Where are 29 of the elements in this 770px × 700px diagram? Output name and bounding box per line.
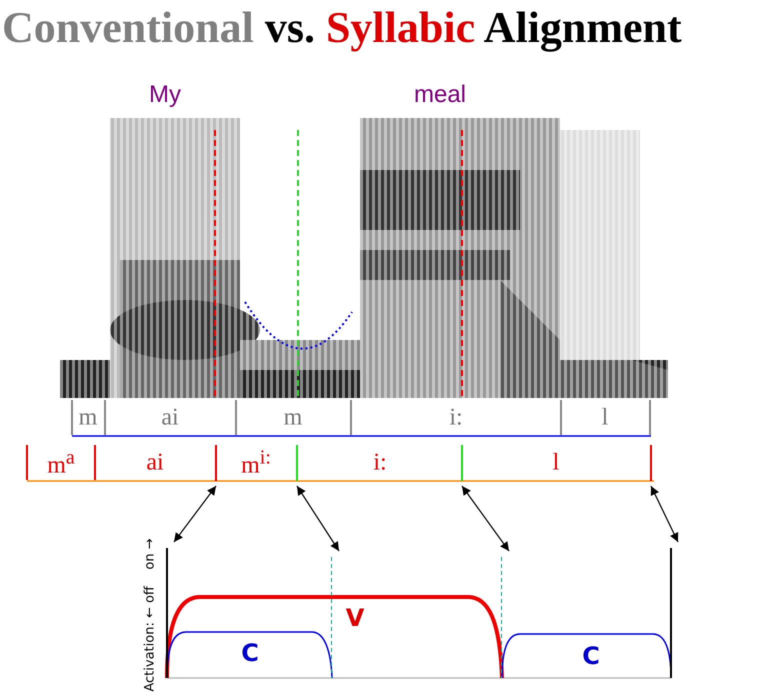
double-arrow <box>296 486 340 552</box>
word-label: My <box>149 81 181 109</box>
dashed-line <box>331 557 332 678</box>
segment-label: l <box>602 404 608 432</box>
segment-label: l <box>552 450 560 476</box>
segment-label: ai <box>161 404 179 432</box>
curve-label: C <box>241 639 259 667</box>
segment-label: m <box>78 404 98 432</box>
title: Conventional vs. Syllabic Alignment <box>2 2 682 53</box>
segment-label: i: <box>449 404 463 432</box>
double-arrow <box>650 486 679 542</box>
double-arrow <box>174 486 216 542</box>
word-label: meal <box>414 81 466 109</box>
curve-label: V <box>346 604 364 632</box>
segment-label: m$^{a}$ <box>47 446 75 480</box>
dashed-line <box>501 557 502 678</box>
segment-label: i: <box>373 450 387 476</box>
plot-edge-line <box>166 548 168 678</box>
boundary-tick <box>461 445 463 481</box>
segment-label: m <box>284 404 302 432</box>
plot-edge-line <box>670 548 672 678</box>
curve-label: C <box>582 642 600 670</box>
segment-label: ai <box>146 450 164 476</box>
boundary-tick <box>650 445 652 481</box>
axis-label: Activation: ← off on → <box>142 538 158 692</box>
segment-label: m$^{i:}$ <box>241 446 271 480</box>
boundary-tick <box>215 445 217 481</box>
boundary-tick <box>296 445 298 481</box>
double-arrow <box>462 486 510 552</box>
